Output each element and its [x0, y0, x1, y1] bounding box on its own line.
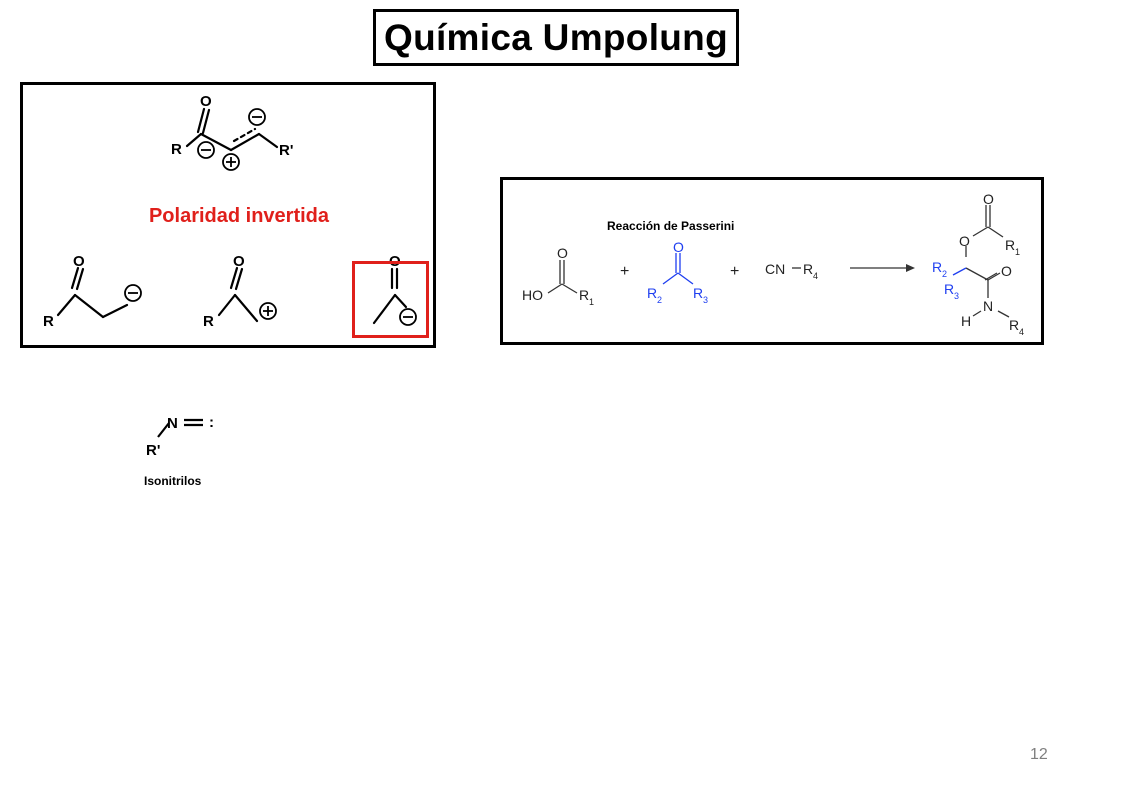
highlight-box	[352, 261, 429, 338]
svg-text:1: 1	[589, 297, 594, 307]
svg-text:4: 4	[1019, 327, 1024, 337]
svg-text:+: +	[620, 263, 629, 280]
title-box: Química Umpolung	[373, 9, 739, 66]
svg-text:2: 2	[657, 295, 662, 305]
svg-text:HO: HO	[522, 287, 543, 303]
svg-text::: :	[209, 414, 214, 431]
svg-text:R: R	[579, 287, 589, 303]
svg-text:R: R	[43, 313, 54, 330]
svg-text:+: +	[730, 263, 739, 280]
isonitrile-caption: Isonitrilos	[144, 474, 202, 488]
svg-text:R': R'	[146, 442, 160, 459]
svg-text:O: O	[983, 191, 994, 207]
svg-text:R: R	[171, 141, 182, 158]
svg-text:O: O	[200, 93, 212, 110]
svg-text:R: R	[203, 313, 214, 330]
svg-text:O: O	[1001, 263, 1012, 279]
isonitrile-structure: N : R'	[146, 414, 214, 459]
svg-text:O: O	[673, 239, 684, 255]
passerini-panel: Reacción de Passerini	[500, 177, 1044, 345]
svg-text:N: N	[167, 415, 178, 432]
svg-text:R': R'	[279, 142, 293, 159]
slide-title: Química Umpolung	[384, 16, 728, 58]
svg-text:CN: CN	[765, 261, 785, 277]
svg-text:3: 3	[954, 291, 959, 301]
polarity-structures: O R R' O R O R O	[43, 93, 417, 330]
svg-text:R: R	[693, 285, 703, 301]
page-number: 12	[1030, 746, 1048, 763]
svg-text:O: O	[233, 253, 245, 270]
svg-text:R: R	[944, 281, 954, 297]
svg-text:O: O	[73, 253, 85, 270]
svg-text:O: O	[557, 245, 568, 261]
svg-text:O: O	[959, 233, 970, 249]
svg-text:R: R	[932, 259, 942, 275]
top-co-bond	[196, 107, 206, 134]
svg-text:4: 4	[813, 271, 818, 281]
svg-text:R: R	[1005, 237, 1015, 253]
passerini-scheme: HO O R 1 + + CN R 4 O O R 1 O N H R 4 O …	[522, 191, 1024, 337]
svg-text:R: R	[803, 261, 813, 277]
svg-text:N: N	[983, 298, 993, 314]
polarity-panel: O R R' O R O R O Polaridad invertida	[20, 82, 436, 348]
svg-text:H: H	[961, 313, 971, 329]
passerini-caption: Reacción de Passerini	[607, 219, 735, 233]
svg-text:2: 2	[942, 269, 947, 279]
svg-text:3: 3	[703, 295, 708, 305]
subtitle-polaridad: Polaridad invertida	[148, 205, 330, 227]
svg-text:1: 1	[1015, 247, 1020, 257]
svg-text:R: R	[1009, 317, 1019, 333]
svg-text:R: R	[647, 285, 657, 301]
